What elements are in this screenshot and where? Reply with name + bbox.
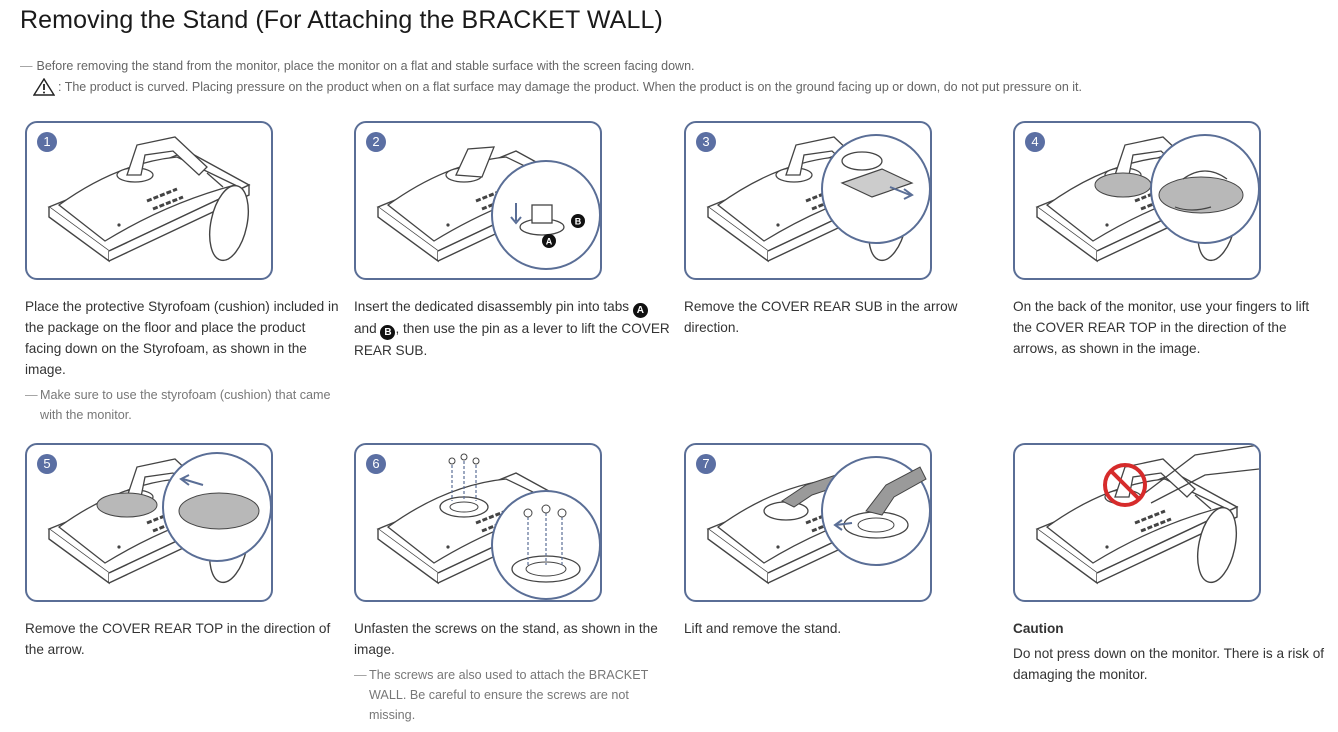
step-3-text: Remove the COVER REAR SUB in the arrow d… [684, 299, 958, 335]
step-3-illustration: 3 [684, 121, 932, 280]
caution-body: Do not press down on the monitor. There … [1013, 646, 1325, 682]
svg-text:B: B [575, 217, 582, 227]
step-6-number: 6 [366, 454, 386, 474]
step-5-number: 5 [37, 454, 57, 474]
curved-warning-text: : The product is curved. Placing pressur… [58, 80, 1082, 94]
step-4-number: 4 [1025, 132, 1045, 152]
step-7-text: Lift and remove the stand. [684, 621, 842, 636]
step-1-number: 1 [37, 132, 57, 152]
step-2-text: Insert the dedicated disassembly pin int… [354, 296, 672, 361]
step-6-subnote-dash: ― [354, 668, 367, 682]
step-5-illustration: 5 [25, 443, 273, 602]
caution-heading: Caution [1013, 621, 1064, 636]
step-6-illustration: 6 [354, 443, 602, 602]
before-note: ―Before removing the stand from the moni… [20, 59, 695, 73]
step-7-number: 7 [696, 454, 716, 474]
before-note-text: Before removing the stand from the monit… [36, 59, 695, 73]
tab-b-badge: B [380, 325, 396, 340]
svg-text:A: A [546, 237, 553, 247]
step-2-number: 2 [366, 132, 386, 152]
step-2-text-b: and [354, 321, 377, 336]
note-dash: ― [20, 59, 33, 73]
tab-a-badge: A [632, 303, 648, 318]
step-6-text: Unfasten the screws on the stand, as sho… [354, 621, 658, 657]
prohibited-icon [1103, 463, 1147, 507]
step-4-text: On the back of the monitor, use your fin… [1013, 299, 1310, 356]
caution-illustration [1013, 443, 1261, 602]
step-4-illustration: 4 [1013, 121, 1261, 280]
step-1-subnote: ― Make sure to use the styrofoam (cushio… [25, 385, 343, 425]
step-2-illustration: 2 A B [354, 121, 602, 280]
step-1-illustration: 1 [25, 121, 273, 280]
warning-triangle-icon [33, 78, 55, 96]
curved-warning: : The product is curved. Placing pressur… [33, 78, 1082, 96]
step-2-text-a: Insert the dedicated disassembly pin int… [354, 299, 630, 314]
step-6-subnote: ― The screws are also used to attach the… [354, 665, 672, 725]
step-6-subnote-text: The screws are also used to attach the B… [369, 668, 649, 722]
step-3-number: 3 [696, 132, 716, 152]
caution-text: Caution Do not press down on the monitor… [1013, 618, 1331, 685]
step-1-subnote-dash: ― [25, 388, 38, 402]
step-7-illustration: 7 [684, 443, 932, 602]
step-5-text: Remove the COVER REAR TOP in the directi… [25, 621, 331, 657]
step-2-text-c: , then use the pin as a lever to lift th… [354, 321, 670, 358]
step-1-text: Place the protective Styrofoam (cushion)… [25, 299, 339, 377]
page-title: Removing the Stand (For Attaching the BR… [20, 6, 663, 34]
step-1-subnote-text: Make sure to use the styrofoam (cushion)… [40, 388, 331, 422]
